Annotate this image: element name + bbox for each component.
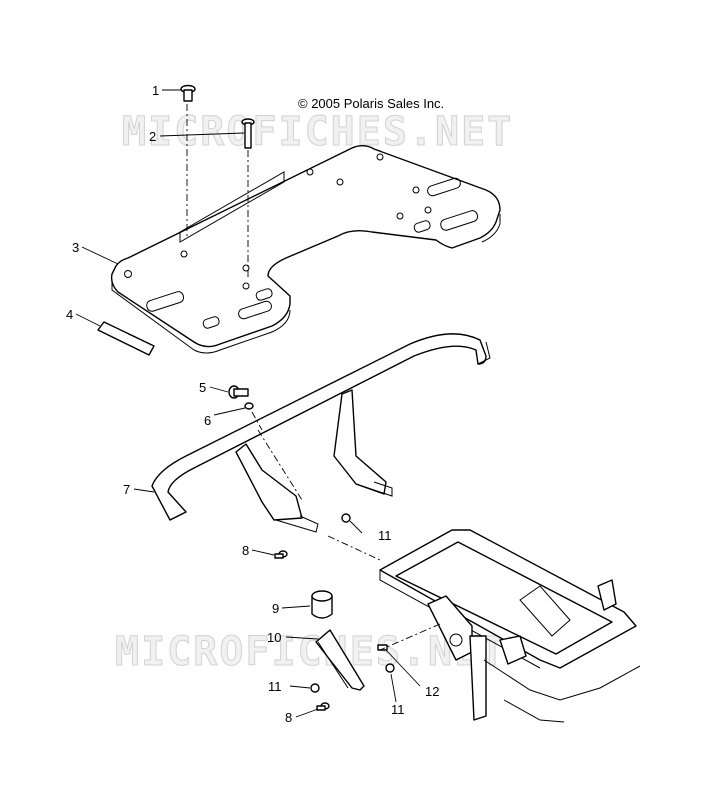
strip-part-4 [97, 321, 155, 356]
screw-part-8-upper [274, 550, 288, 559]
callout-11-lower: 11 [268, 679, 282, 694]
callout-7: 7 [123, 482, 130, 497]
callout-2: 2 [149, 129, 156, 144]
watermark-top: MICROFICHES.NET [122, 109, 513, 155]
rear-rack-plate [110, 145, 501, 354]
nut-part-11-upper [341, 513, 351, 523]
callout-11-mid: 11 [391, 702, 405, 717]
watermark-bottom: MICROFICHES.NET [115, 629, 506, 675]
callout-8-upper: 8 [242, 543, 249, 558]
callout-12: 12 [425, 684, 439, 699]
callout-11-upper: 11 [378, 528, 392, 543]
vehicle-frame [379, 529, 641, 723]
callout-4: 4 [66, 307, 73, 322]
bolt-part-5 [228, 385, 249, 399]
nut-part-11-mid [385, 663, 395, 673]
callout-8-lower: 8 [285, 710, 292, 725]
callout-5: 5 [199, 380, 206, 395]
washer-part-6 [244, 402, 254, 410]
screw-part-8-lower [316, 702, 330, 711]
callout-6: 6 [204, 413, 211, 428]
pin-part-2 [241, 118, 255, 149]
rack-tube-frame [151, 333, 491, 533]
bolt-part-12 [377, 644, 388, 651]
spacer-part-9 [311, 590, 333, 619]
callout-9: 9 [272, 601, 279, 616]
nut-part-11-lower [310, 683, 320, 693]
callout-1: 1 [152, 83, 159, 98]
callout-3: 3 [72, 240, 79, 255]
copyright-text: © 2005 Polaris Sales Inc. [298, 96, 444, 111]
bolt-part-1 [180, 84, 196, 102]
callout-10: 10 [267, 630, 281, 645]
bracket-part-10 [315, 629, 365, 691]
